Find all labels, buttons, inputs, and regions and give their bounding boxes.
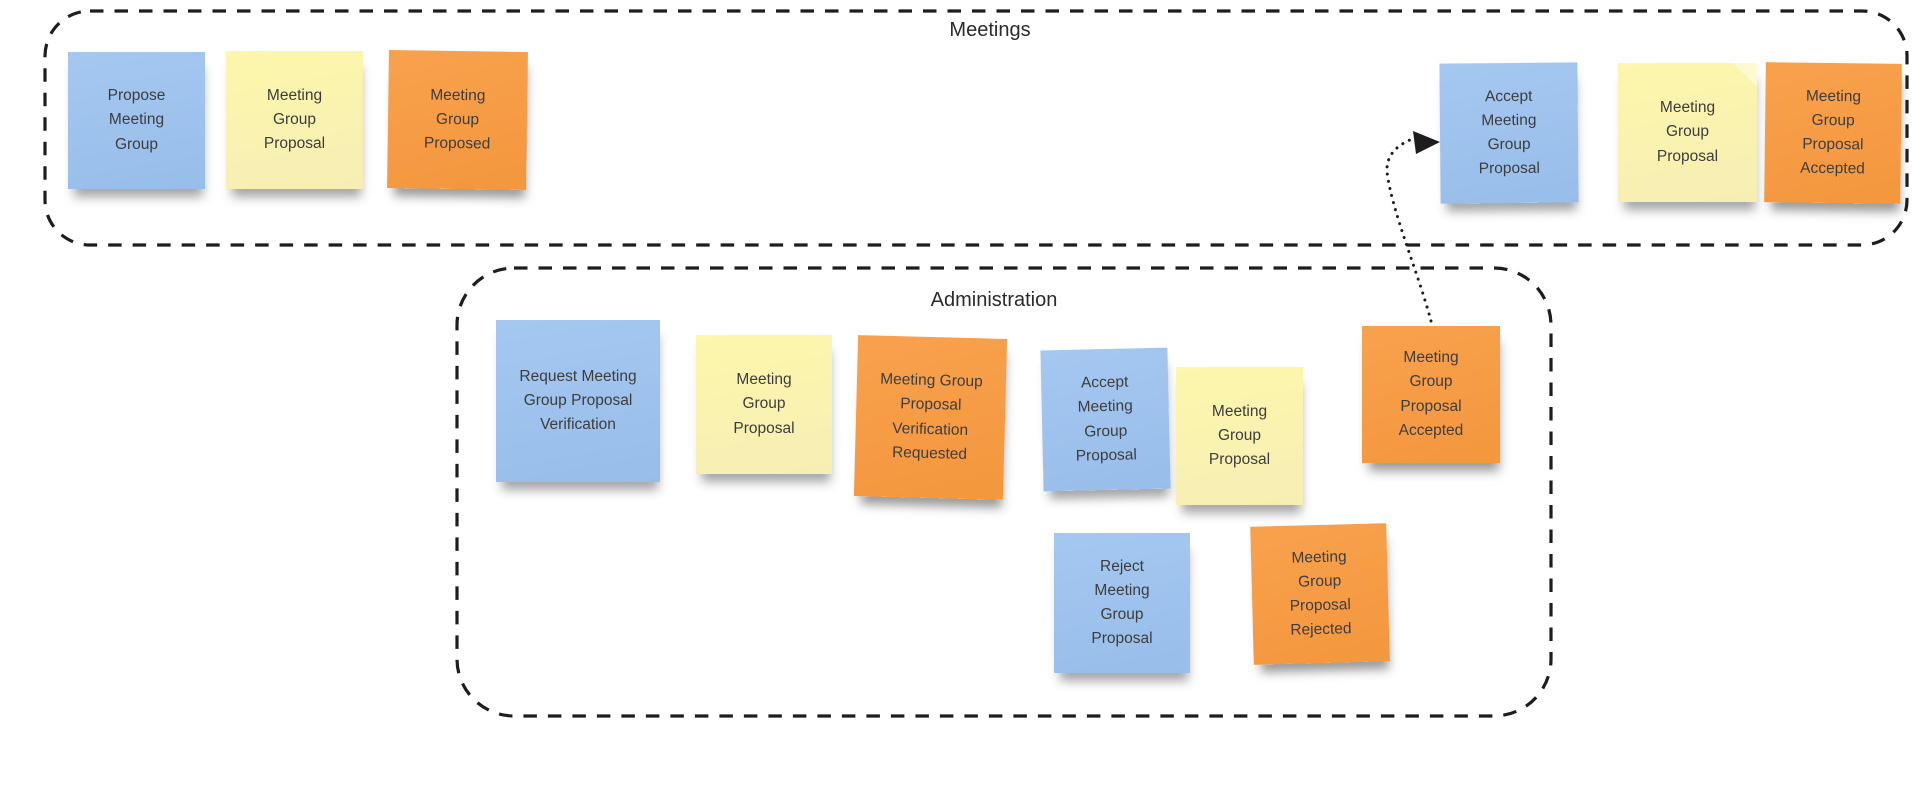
note-text-line: Group: [742, 395, 786, 413]
note-text-line: Proposal: [1289, 596, 1352, 615]
note-text-line: Proposal: [1091, 630, 1153, 648]
note-text-line: Meeting Group: [879, 371, 983, 391]
note-text-line: Accept: [1080, 373, 1129, 393]
note-text-line: Meeting: [736, 371, 792, 389]
note-text-line: Group: [114, 135, 159, 153]
note-text-line: Meeting: [1211, 402, 1268, 420]
note-text-line: Group: [1100, 606, 1144, 623]
administration-group-title: Administration: [930, 289, 1058, 311]
note-text-line: Meeting: [1077, 397, 1133, 417]
note-text-line: Proposal: [733, 419, 795, 437]
note-text-line: Propose: [107, 87, 166, 105]
note-text-line: Meeting: [1805, 87, 1862, 106]
connector-dotted-line: [1385, 138, 1433, 323]
note-text-line: Reject: [1100, 557, 1144, 575]
note-text-line: Accepted: [1800, 159, 1865, 178]
note-text-line: Proposal: [1802, 135, 1864, 154]
note-text-line: Meeting: [266, 86, 323, 104]
note-text-line: Meeting: [1291, 548, 1347, 567]
note-text-line: Group: [1217, 426, 1262, 444]
note-text-line: Verification: [892, 419, 969, 439]
note-text-line: Proposed: [423, 134, 491, 153]
note-text-line: Proposal: [1656, 147, 1719, 165]
connector-arrowhead-icon: [1413, 131, 1440, 154]
note-text-line: Meeting: [1094, 581, 1150, 599]
note-text-line: Proposal: [900, 395, 962, 415]
note-text-line: Group: [1811, 111, 1855, 130]
note-text-line: Group: [1084, 422, 1128, 440]
note-text-line: Verification: [540, 416, 616, 433]
note-text-line: Rejected: [1290, 620, 1352, 639]
note-text-line: Proposal: [1400, 397, 1462, 415]
note-text-line: Meeting: [430, 86, 486, 105]
note-text-line: Accepted: [1398, 421, 1464, 439]
note-text-line: Request Meeting: [519, 367, 637, 385]
note-text-line: Proposal: [1478, 159, 1540, 178]
administration-group-border[interactable]: [455, 266, 1553, 718]
note-text-line: Proposal: [263, 135, 326, 152]
note-text-line: Accept: [1484, 87, 1533, 106]
note-text-line: Proposal: [1208, 451, 1271, 468]
note-text-line: Requested: [891, 443, 968, 463]
note-text-line: Meeting: [1659, 99, 1716, 117]
note-text-line: Proposal: [1075, 445, 1138, 465]
note-text-line: Group: [435, 110, 480, 129]
note-text-line: Group: [1487, 135, 1531, 154]
note-text-line: Group Proposal: [523, 391, 633, 409]
flow-connector[interactable]: [1385, 131, 1440, 323]
note-text-line: Group: [1409, 373, 1453, 391]
note-text-line: Group: [1297, 572, 1342, 591]
note-text-line: Meeting: [1481, 111, 1537, 130]
note-text-line: Group: [272, 110, 317, 128]
note-text-line: Meeting: [108, 111, 165, 129]
meetings-group-border[interactable]: [43, 9, 1909, 247]
meetings-group-title: Meetings: [949, 19, 1031, 41]
note-text-line: Meeting: [1403, 349, 1459, 367]
note-text-line: Group: [1665, 123, 1710, 141]
